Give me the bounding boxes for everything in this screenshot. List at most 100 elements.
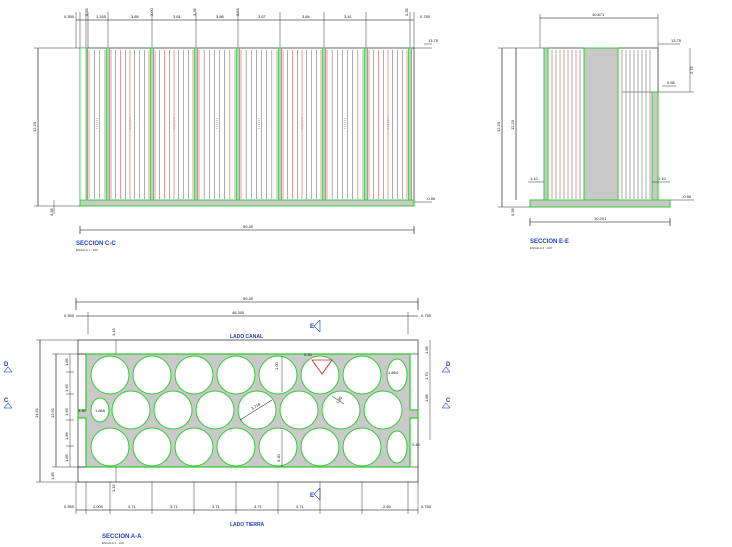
cut-arrow xyxy=(441,402,451,409)
cut-arrow xyxy=(3,366,13,373)
cc-bottom-dim: 50.30 xyxy=(243,224,254,229)
aa-circle-cell xyxy=(300,355,340,395)
cc-wall xyxy=(408,47,412,201)
aa-circle-cell xyxy=(216,427,256,467)
aa-overall-dim: 50.30 xyxy=(243,296,254,301)
cut-arrow xyxy=(441,366,451,373)
aa-circle-cell xyxy=(174,355,214,395)
cc-wall xyxy=(278,47,282,201)
ee-outer-height: 12.20 xyxy=(496,121,501,132)
aa-bottom-dim: 2.000 xyxy=(93,504,104,509)
aa-circle-cell xyxy=(321,390,361,430)
ee-step-small: 0.55 xyxy=(667,80,676,85)
cc-cell-walls xyxy=(79,47,412,201)
aa-circle-cell xyxy=(132,355,172,395)
aa-left-offset: 0.350 xyxy=(64,313,75,318)
ee-central-wall xyxy=(583,47,619,201)
ee-base-slab xyxy=(529,199,671,208)
cc-top-dim-label: 3.67 xyxy=(258,14,267,19)
ee-inner-lines xyxy=(551,50,652,199)
aa-title: SECCION A-A xyxy=(102,534,142,540)
cut-arrow xyxy=(313,319,321,333)
aa-circle-cell xyxy=(342,427,382,467)
cut-label: C xyxy=(4,398,9,404)
ee-top-dim: 10.871 xyxy=(592,12,605,17)
cc-wall xyxy=(322,47,326,201)
cc-top-dim-label: 0.750 xyxy=(420,14,431,19)
cut-label: E xyxy=(310,324,314,330)
aa-bottom-dim: 3.71 xyxy=(296,504,305,509)
cc-top-dim-label: 0.35 xyxy=(84,7,89,16)
aa-annotation: 1.864 xyxy=(388,370,399,375)
aa-label-bottom: LADO TIERRA xyxy=(230,522,265,528)
aa-annotation: 3.30 xyxy=(78,408,87,413)
cut-label: E xyxy=(310,493,314,499)
cut-label: D xyxy=(446,362,451,368)
cc-top-dim-label: 3.61 xyxy=(173,14,182,19)
cut-arrow xyxy=(313,487,321,501)
aa-circle-cell xyxy=(258,355,298,395)
aa-end-cell xyxy=(386,430,408,464)
aa-annotation: 1.00 xyxy=(274,361,279,370)
aa-circle-cell xyxy=(216,355,256,395)
ee-step-dim: 2.75 xyxy=(689,65,694,74)
cc-wall xyxy=(150,47,154,201)
ee-title: SECCION E-E xyxy=(530,239,569,245)
aa-bottom-dim: 3.71 xyxy=(128,504,137,509)
aa-circle-cell xyxy=(132,427,172,467)
aa-annotation: 1.70 xyxy=(424,371,429,380)
aa-circle-cell xyxy=(258,427,298,467)
aa-annotation: 1.15 xyxy=(111,483,116,492)
aa-annotation: 1.89 xyxy=(424,345,429,354)
section-ee: 10.871 12.20 12.20 0.35 1.10 1.10 13.75 … xyxy=(496,12,694,250)
aa-circle-cell xyxy=(90,355,130,395)
ee-base-dim: 0.35 xyxy=(510,207,515,216)
aa-left-dim: 12.51 xyxy=(50,407,55,418)
cc-top-dim-label: 3.60 xyxy=(149,7,154,16)
aa-circle-cell xyxy=(279,390,319,430)
aa-triangle-marker xyxy=(311,359,333,375)
cc-wall xyxy=(194,47,198,201)
aa-diameter-leader xyxy=(331,395,345,405)
aa-inner-dim: 48.300 xyxy=(232,310,245,315)
cut-arrow xyxy=(3,402,13,409)
cc-base-dim: 0.35 xyxy=(49,207,54,216)
cc-top-dim-label: 1.165 xyxy=(96,14,107,19)
aa-annotation: 1.15 xyxy=(111,327,116,336)
aa-end-cell xyxy=(386,358,408,392)
ee-left-wall xyxy=(543,47,549,201)
aa-circle-cell xyxy=(342,355,382,395)
aa-circle-cell xyxy=(111,390,151,430)
aa-circular-cells xyxy=(90,355,408,467)
ee-left-small: 1.10 xyxy=(530,176,539,181)
aa-left-dim: 1.85 xyxy=(64,453,69,462)
ee-level-top: 13.75 xyxy=(671,38,682,43)
aa-annotation: 1.95 xyxy=(335,395,344,405)
cc-top-dim-label: 3.35 xyxy=(192,7,197,16)
ee-bottom-dim: 10.201 xyxy=(594,216,607,221)
cc-height-dim: 12.20 xyxy=(32,121,37,132)
cc-top-dim-label: 0.350 xyxy=(64,14,75,19)
aa-bottom-dim: 0.750 xyxy=(421,504,432,509)
ee-level-bottom: -0.50 xyxy=(682,194,692,199)
cc-wall xyxy=(106,47,110,201)
section-aa: 50.30 48.300 0.350 0.750 LADO CANAL LADO… xyxy=(3,296,451,545)
cc-top-dim-label: 3.84 xyxy=(302,14,311,19)
aa-scale: ESCALA 1 : 100 xyxy=(102,541,124,545)
cc-base-slab xyxy=(79,199,415,207)
cc-top-dim-label: 3.85 xyxy=(131,14,140,19)
aa-bottom-dim: 3.71 xyxy=(170,504,179,509)
cc-title: SECCION C-C xyxy=(76,241,116,247)
aa-circle-cell xyxy=(90,427,130,467)
aa-bottom-dim: 3.71 xyxy=(254,504,263,509)
aa-bottom-dim: 0.350 xyxy=(64,504,75,509)
aa-left-dim: 1.85 xyxy=(64,357,69,366)
aa-left-dim: 1.85 xyxy=(50,471,55,480)
aa-annotation: 1.85 xyxy=(424,393,429,402)
